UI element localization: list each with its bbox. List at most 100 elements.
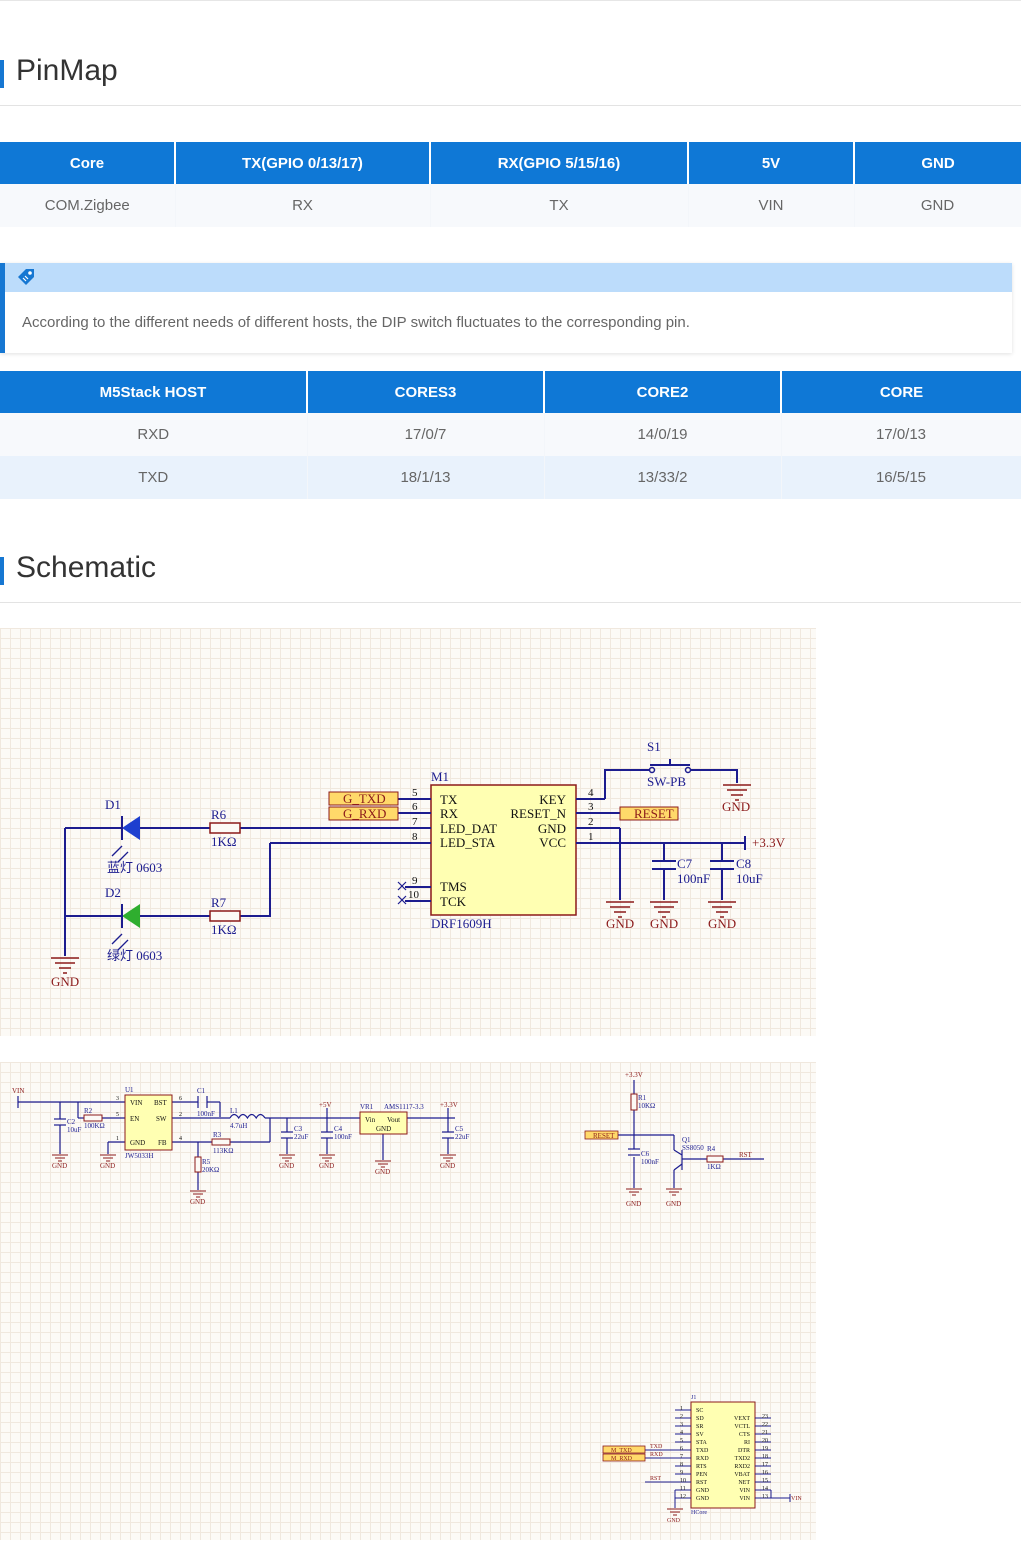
- ref-r2: R2: [84, 1107, 93, 1115]
- r4-value: 1KΩ: [707, 1163, 721, 1171]
- table-cell: TXD: [0, 456, 308, 499]
- ref-c3: C3: [294, 1125, 303, 1133]
- col-header: TX(GPIO 0/13/17): [175, 142, 431, 184]
- table-cell: 16/5/15: [781, 456, 1021, 499]
- gnd-label: GND: [100, 1162, 115, 1170]
- ref-d2: D2: [105, 885, 121, 900]
- pin-label: FB: [158, 1139, 167, 1147]
- pinmap-title: PinMap: [16, 54, 118, 87]
- pin-number: 18: [762, 1454, 768, 1460]
- pin-number: 8: [412, 831, 418, 843]
- pin-number: 9: [412, 875, 418, 887]
- pin-number: 16: [762, 1470, 768, 1476]
- pin-label: RI: [744, 1440, 750, 1446]
- pin-number: 10: [680, 1478, 686, 1484]
- pin-label: SV: [696, 1432, 704, 1438]
- pin-label: KEY: [539, 792, 566, 807]
- table-cell: RX: [175, 184, 431, 227]
- pin-number: 4: [680, 1430, 683, 1436]
- col-header: M5Stack HOST: [0, 371, 308, 413]
- pin-number: 20: [762, 1438, 768, 1444]
- pin-number: 8: [680, 1462, 683, 1468]
- pin-label: TXD: [696, 1448, 709, 1454]
- pin-number: 22: [762, 1422, 768, 1428]
- ref-s1: S1: [647, 739, 661, 754]
- c5-value: 22uF: [455, 1133, 470, 1141]
- net-5v: +5V: [319, 1101, 332, 1109]
- col-header: CORE2: [544, 371, 782, 413]
- net-vin: VIN: [12, 1087, 24, 1095]
- host-pin-table: M5Stack HOST CORES3 CORE2 CORE RXD 17/0/…: [0, 371, 1021, 499]
- pin-label: PEN: [696, 1472, 708, 1478]
- gnd-label: GND: [440, 1162, 455, 1170]
- pin-label: RXD: [696, 1456, 709, 1462]
- heading-rule: [0, 602, 1021, 603]
- pin-number: 12: [680, 1494, 686, 1500]
- pin-number: 2: [179, 1112, 182, 1118]
- pin-label: SR: [696, 1424, 703, 1430]
- r6-value: 1KΩ: [211, 834, 237, 849]
- ref-u1: U1: [125, 1086, 134, 1094]
- gnd-label: GND: [375, 1168, 390, 1176]
- pin-number: 9: [680, 1470, 683, 1476]
- pin-label: TX: [440, 792, 458, 807]
- pin-label: CTS: [739, 1432, 750, 1438]
- pin-number: 3: [588, 801, 594, 813]
- pin-label: RX: [440, 806, 459, 821]
- pin-number: 1: [588, 831, 594, 843]
- pin-number: 2: [680, 1414, 683, 1420]
- pin-label: SD: [696, 1416, 704, 1422]
- pin-number: 13: [762, 1494, 768, 1500]
- ref-r4: R4: [707, 1145, 716, 1153]
- c1-value: 100nF: [197, 1110, 215, 1118]
- col-header: CORES3: [307, 371, 545, 413]
- pin-number: 10: [408, 889, 420, 901]
- part-drf1609h: DRF1609H: [431, 916, 492, 931]
- pin-label: LED_DAT: [440, 821, 497, 836]
- pin-number: 7: [680, 1454, 683, 1460]
- schematic-main-svg: G_TXD G_RXD RESET TX RX LED_DAT LED_STA …: [51, 739, 786, 989]
- pin-label: VIN: [739, 1496, 750, 1502]
- d1-desc: 蓝灯 0603: [107, 860, 162, 875]
- gnd-label: GND: [650, 916, 678, 931]
- table-cell: VIN: [688, 184, 855, 227]
- c3-value: 22uF: [294, 1133, 309, 1141]
- net-rst: RST: [650, 1476, 661, 1482]
- part-ams1117: AMS1117-3.3: [384, 1103, 424, 1111]
- pin-label: VEXT: [734, 1416, 750, 1422]
- pin-number: 5: [412, 787, 418, 799]
- gnd-label: GND: [708, 916, 736, 931]
- pin-label: Vout: [387, 1116, 400, 1124]
- pin-number: 1: [680, 1406, 683, 1412]
- pinmap-heading: PinMap: [0, 46, 1021, 106]
- gnd-label: GND: [279, 1162, 294, 1170]
- schematic-title: Schematic: [16, 551, 157, 584]
- pin-label: BST: [154, 1099, 168, 1107]
- pin-label: EN: [130, 1115, 139, 1123]
- table-cell: 18/1/13: [307, 456, 545, 499]
- net-label-m-txd: M_TXD: [611, 1448, 632, 1454]
- pin-number: 6: [680, 1446, 683, 1452]
- pin-label: VCC: [539, 835, 566, 850]
- table-cell: COM.Zigbee: [0, 184, 176, 227]
- ref-c4: C4: [334, 1125, 343, 1133]
- gnd-label: GND: [722, 799, 750, 814]
- ref-c5: C5: [455, 1125, 464, 1133]
- heading-accent-bar: [0, 60, 4, 88]
- pin-number: 17: [762, 1462, 768, 1468]
- pin-number: 2: [588, 816, 594, 828]
- gnd-label: GND: [51, 974, 79, 989]
- ref-m1: M1: [431, 769, 449, 784]
- col-header: CORE: [781, 371, 1021, 413]
- d2-desc: 绿灯 0603: [107, 948, 162, 963]
- part-jw5033h: JW5033H: [125, 1152, 153, 1160]
- pin-label: VIN: [739, 1488, 750, 1494]
- gnd-label: GND: [606, 916, 634, 931]
- pin-label: TMS: [440, 879, 467, 894]
- pin-number: 3: [116, 1096, 119, 1102]
- ref-l1: L1: [230, 1107, 238, 1115]
- pin-number: 14: [762, 1486, 768, 1492]
- pin-label: RXD2: [734, 1464, 750, 1470]
- col-header: GND: [854, 142, 1021, 184]
- table-cell: GND: [854, 184, 1021, 227]
